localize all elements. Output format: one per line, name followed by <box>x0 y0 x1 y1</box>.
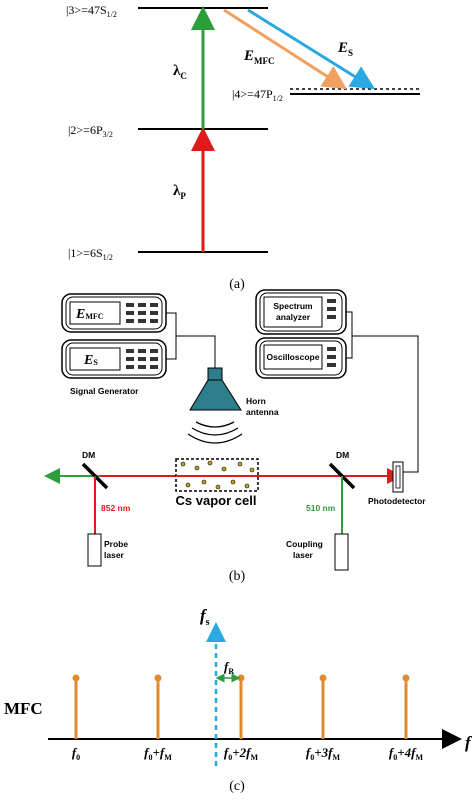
caption-b: (b) <box>229 569 246 584</box>
photodetector-label: Photodetector <box>368 496 426 506</box>
comb-tooth-3 <box>319 674 327 739</box>
oscilloscope-label: Oscilloscope <box>267 352 320 362</box>
horn-label-2: antenna <box>246 407 279 417</box>
level-1-label: |1>=6S1/2 <box>68 246 113 262</box>
mfc-field-arrow <box>223 8 348 90</box>
signal-generator-label: Signal Generator <box>70 386 139 396</box>
gen-es-label: ES <box>83 353 98 368</box>
generator-es: ES <box>61 339 167 379</box>
level-4-label: |4>=47P1/2 <box>232 87 283 103</box>
tick-label-2: f0+2fM <box>224 745 259 762</box>
tick-label-1: f0+fM <box>144 745 172 762</box>
fs-label: fs <box>200 606 210 628</box>
coupling-laser-box <box>334 533 349 571</box>
coupling-laser-label-1: Coupling <box>286 539 323 549</box>
coupling-wavelength: 510 nm <box>306 503 336 513</box>
tick-label-0: f0 <box>72 745 80 762</box>
comb-tooth-1 <box>154 674 162 739</box>
wave-arc-3 <box>187 433 243 444</box>
dm-left-label: DM <box>82 450 95 460</box>
e-mfc-label: EMFC <box>243 48 275 66</box>
fr-label: fR <box>224 659 234 676</box>
horn-antenna: Horn antenna <box>187 367 279 444</box>
photodetector <box>392 461 404 493</box>
level-3-label: |3>=47S1/2 <box>66 3 117 19</box>
comb-tooth-4 <box>402 674 410 739</box>
caption-a: (a) <box>229 277 245 292</box>
spectrum-label-1: Spectrum <box>273 301 313 311</box>
panel-a-energy-levels: |3>=47S1/2 |2>=6P3/2 |1>=6S1/2 |4>=47P1/… <box>66 3 420 292</box>
oscilloscope: Oscilloscope <box>255 337 347 379</box>
tick-label-3: f0+3fM <box>306 745 341 762</box>
coupling-laser-label-2: laser <box>293 550 314 560</box>
gen-emfc-label: EMFC <box>75 307 104 322</box>
dm-right-label: DM <box>336 450 349 460</box>
probe-laser-label-2: laser <box>104 550 125 560</box>
generator-emfc: EMFC <box>61 293 167 333</box>
cell-label: Cs vapor cell <box>176 493 257 508</box>
probe-laser-box <box>87 533 102 567</box>
panel-b-setup: EMFC ES Signal Generator Horn antenna <box>44 289 426 584</box>
cs-vapor-cell <box>175 458 259 492</box>
wave-arc-2 <box>191 427 239 436</box>
lambda-p-label: λP <box>173 183 186 201</box>
lambda-c-label: λC <box>173 63 187 81</box>
e-s-label: ES <box>337 40 353 58</box>
comb-tooth-2 <box>237 674 245 739</box>
panel-c-comb: f MFC fs fR f0 f0+fM f0+2fM f0+3fM f0+4f… <box>4 606 473 794</box>
axis-f-label: f <box>465 733 473 752</box>
tick-label-4: f0+4fM <box>389 745 424 762</box>
horn-label-1: Horn <box>246 396 266 406</box>
signal-field-arrow <box>247 8 376 90</box>
probe-wavelength: 852 nm <box>101 503 131 513</box>
spectrum-analyzer: Spectrum analyzer <box>255 289 347 335</box>
mfc-label: MFC <box>4 699 43 718</box>
spectrum-label-2: analyzer <box>276 312 311 322</box>
wave-arc-1 <box>195 421 235 428</box>
level-2-label: |2>=6P3/2 <box>68 123 113 139</box>
probe-laser-label-1: Probe <box>104 539 128 549</box>
caption-c: (c) <box>229 779 245 794</box>
comb-tooth-0 <box>72 674 80 739</box>
